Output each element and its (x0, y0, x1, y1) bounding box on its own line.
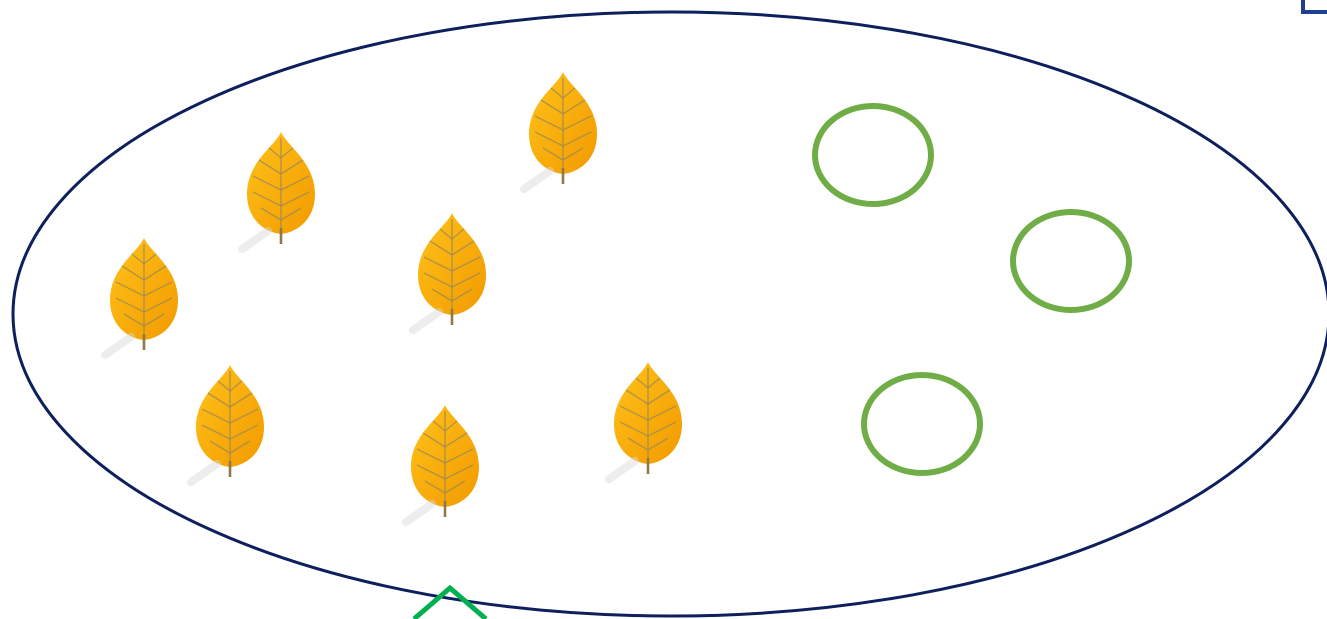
leaf-icon (603, 362, 682, 485)
corner-box-fragment (1303, 0, 1327, 12)
circle-outline-icon (815, 106, 931, 204)
leaf-icon (99, 238, 178, 361)
leaf-icon (400, 405, 479, 528)
leaf-group (99, 72, 682, 528)
leaf-icon (518, 72, 597, 195)
circle-outline-icon (1013, 212, 1129, 310)
leaf-icon (236, 132, 315, 255)
leaf-icon (407, 213, 486, 336)
circle-group (815, 106, 1129, 473)
leaf-icon (185, 365, 264, 488)
set-ellipse (13, 12, 1327, 616)
circle-outline-icon (864, 375, 980, 473)
